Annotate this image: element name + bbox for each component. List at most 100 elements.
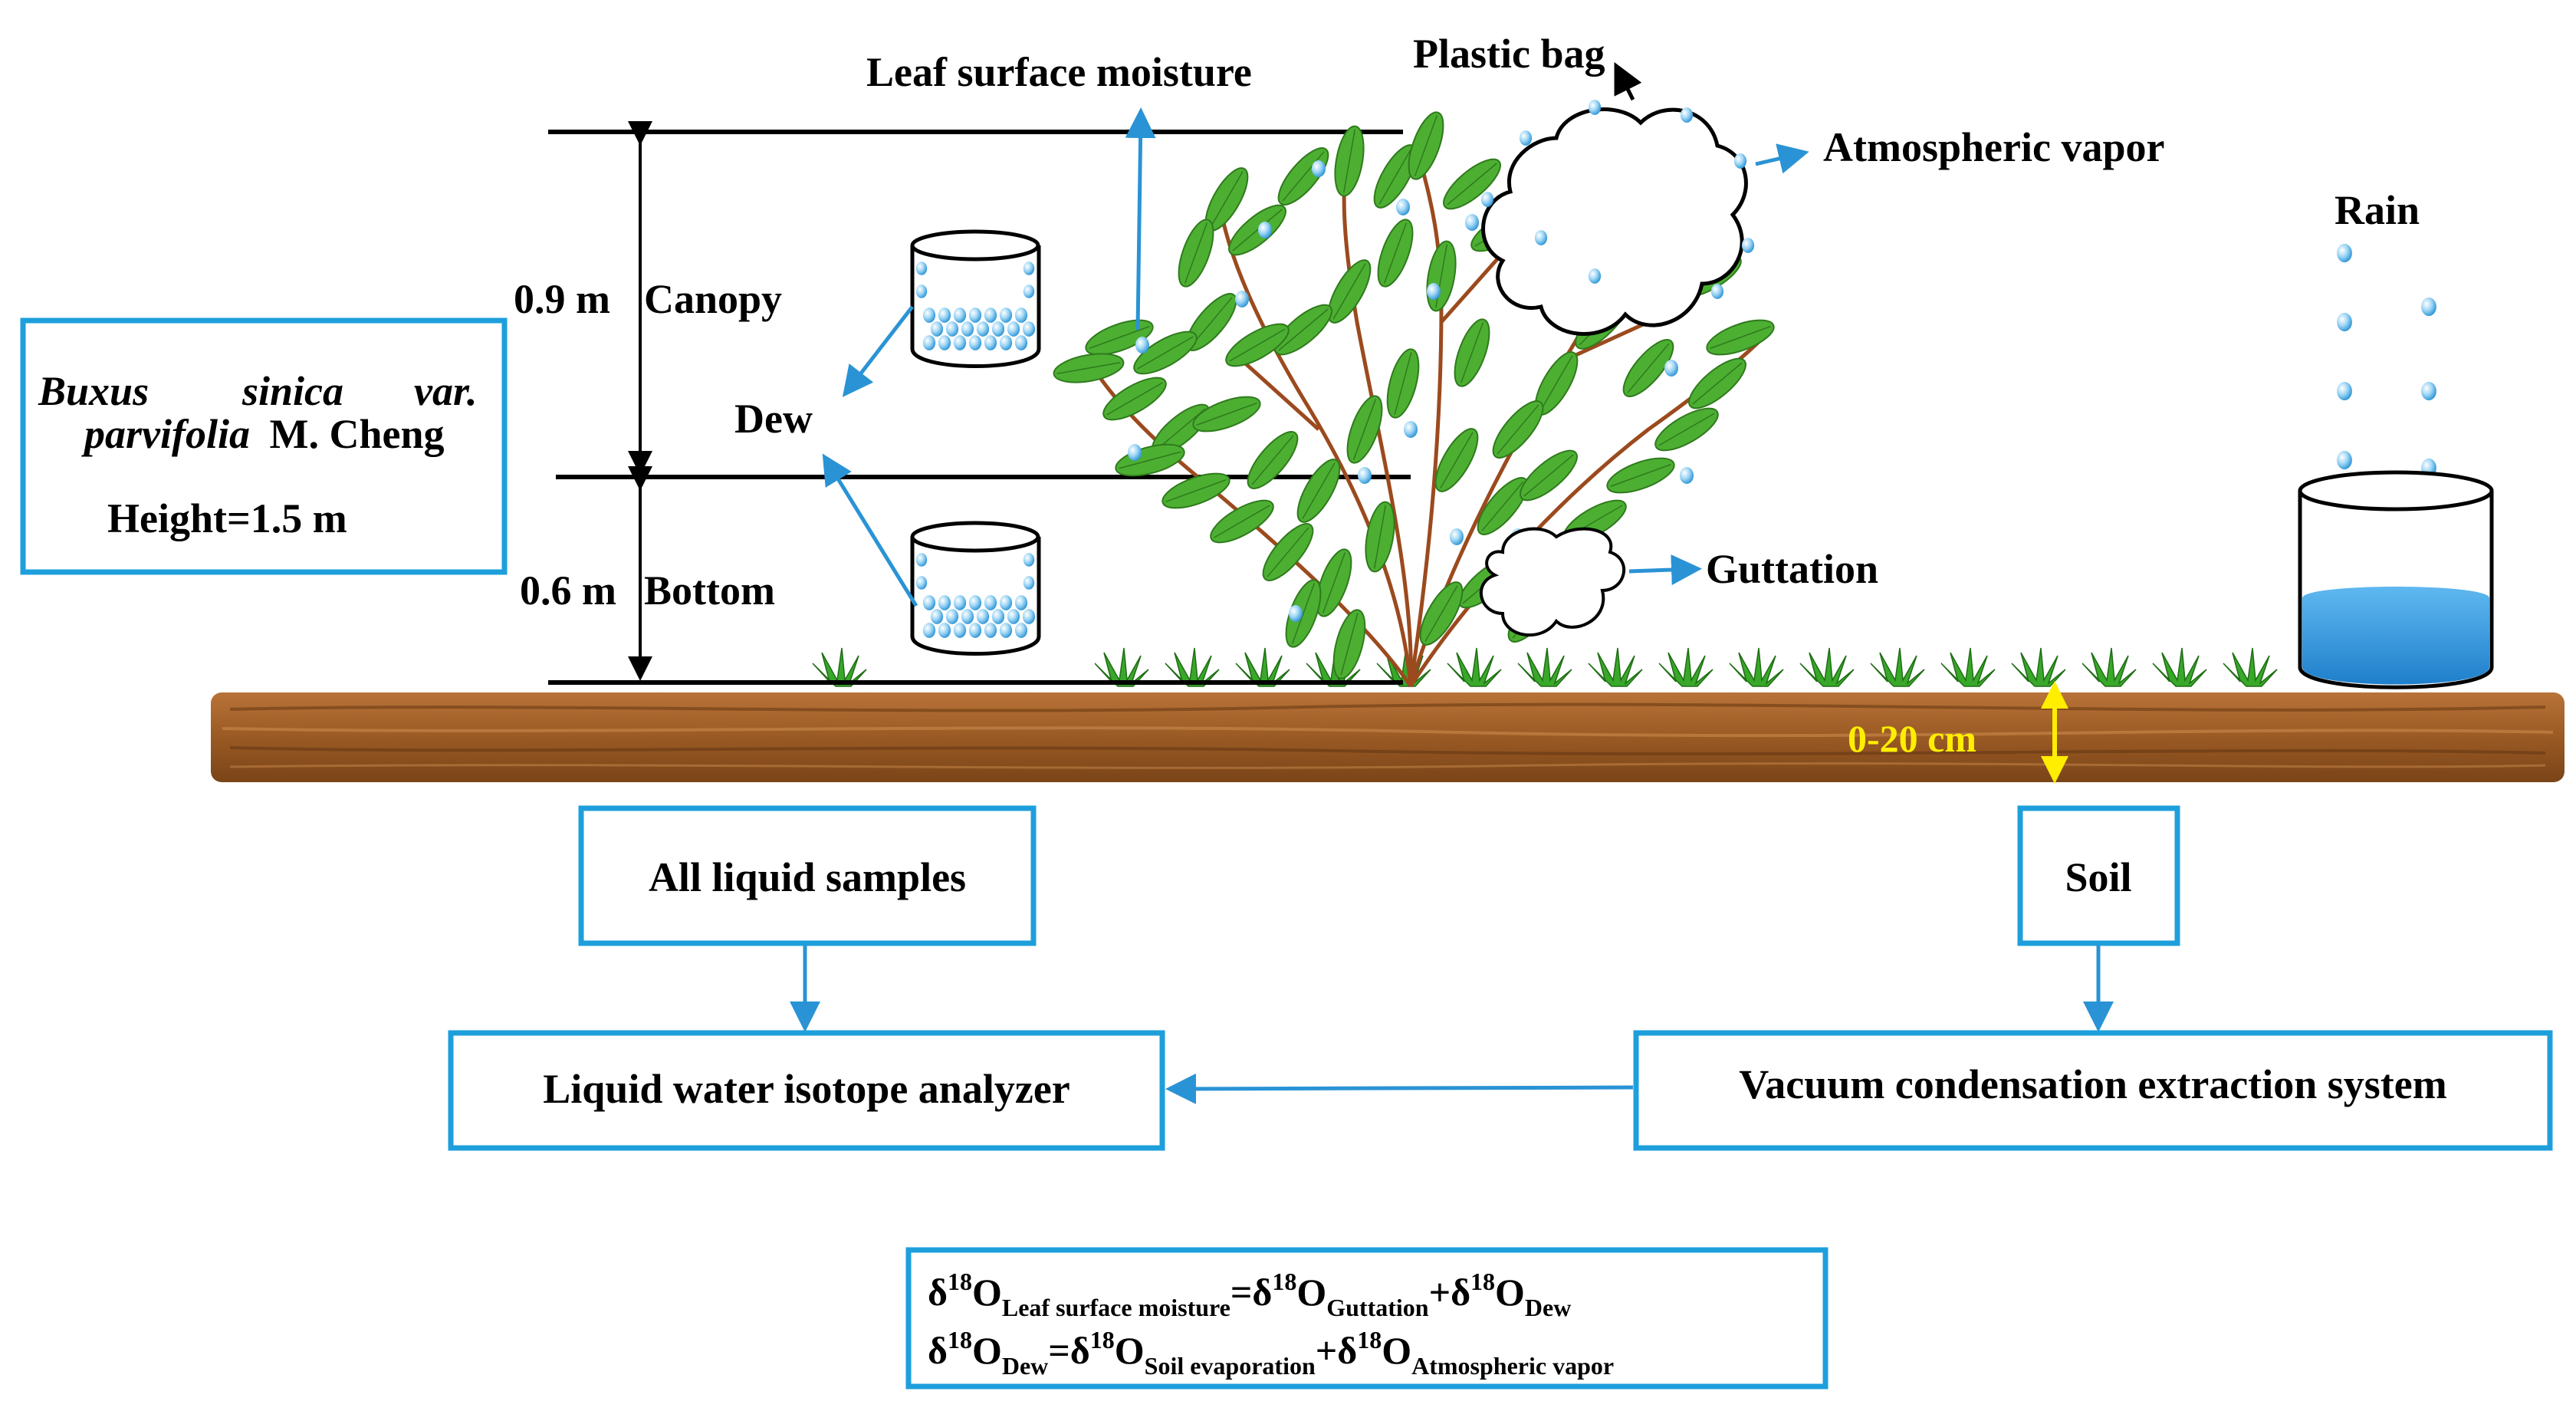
rain-drop [2337, 450, 2352, 470]
equation-box [905, 1247, 1829, 1390]
dew-drop [1014, 595, 1028, 610]
dew-drop [922, 308, 936, 323]
leaf [1681, 350, 1754, 417]
dew-drop [999, 595, 1013, 610]
grass-tuft [2082, 647, 2137, 687]
water-drop [1519, 130, 1533, 146]
dew-drop [953, 335, 967, 350]
soil-depth-label: 0-20 cm [1848, 717, 1976, 760]
water-drop [1289, 605, 1303, 622]
vacuum-box [1633, 1030, 2553, 1151]
leaf [1270, 140, 1337, 213]
rain-drop [2337, 243, 2352, 263]
dew-drop [1014, 335, 1028, 350]
leaf [1484, 393, 1552, 466]
dew-drop [999, 623, 1013, 638]
grass-tuft [1870, 647, 1925, 687]
dew-drop [984, 335, 997, 350]
grass-tuft [1517, 647, 1572, 687]
leaf [1171, 214, 1221, 292]
dew-label: Dew [734, 396, 813, 442]
water-drop [1680, 467, 1694, 484]
grass-tuft [2223, 647, 2278, 687]
dew-drop [961, 609, 974, 624]
dew-drop [961, 321, 974, 337]
leaf [1421, 238, 1461, 314]
water-drop [1588, 268, 1602, 284]
guttation-label: Guttation [1706, 546, 1878, 592]
water-drop [1427, 283, 1441, 300]
leaf [1380, 345, 1426, 422]
rain-beaker [2298, 470, 2494, 689]
bottom-label: Bottom [644, 567, 775, 613]
leaf [1188, 389, 1266, 439]
rain-drop [2421, 297, 2436, 317]
dew-drop [1023, 576, 1035, 590]
leaf [1447, 314, 1497, 392]
grass-tuft [1588, 647, 1643, 687]
water-drop [1680, 107, 1694, 123]
leaf-surface-moisture-label: Leaf surface moisture [866, 49, 1252, 95]
water-drop [1404, 421, 1418, 438]
dew-drop [922, 335, 936, 350]
water-drop [1664, 360, 1678, 377]
grass-tuft [2152, 647, 2207, 687]
dew-drop [1007, 609, 1020, 624]
leaf [1050, 348, 1127, 388]
leaf [1512, 442, 1585, 509]
soil-box [2017, 805, 2180, 946]
dew-drop [984, 308, 997, 323]
species-height: Height=1.5 m [107, 495, 347, 541]
guttation-bag [1480, 527, 1625, 636]
vacuum-label: Vacuum condensation extraction system [1739, 1061, 2447, 1107]
grass-tuft [2011, 647, 2066, 687]
dew-cup-bottom [910, 521, 1041, 656]
dew-drop [938, 595, 951, 610]
dew-cup-canopy [910, 229, 1041, 368]
water-drop [1312, 160, 1326, 177]
dew-drop [953, 308, 967, 323]
dew-drop [1023, 261, 1035, 275]
grass-tuft [1940, 647, 1996, 687]
dew-drop [991, 609, 1005, 624]
water-drop [1465, 214, 1479, 231]
water-drop [1588, 100, 1602, 115]
water-drop [1733, 153, 1747, 169]
rain-drop [2337, 312, 2352, 332]
dew-drop [938, 308, 951, 323]
equation-1: δ18OLeaf surface moisture=δ18OGuttation+… [928, 1268, 1571, 1321]
water-drop [1128, 444, 1142, 461]
dew-drop [922, 623, 936, 638]
dew-drop [976, 609, 990, 624]
canopy-height-label: 0.9 m [514, 276, 610, 322]
plastic-bag [1480, 100, 1755, 336]
grass-tuft [1799, 647, 1855, 687]
water-drop [1450, 528, 1464, 545]
dew-drop [999, 308, 1013, 323]
rain-label: Rain [2334, 187, 2420, 233]
rain-drop [2421, 381, 2436, 401]
water-drop [1710, 284, 1724, 299]
grass-tuft [1447, 647, 1502, 687]
water-drop [1741, 238, 1755, 253]
dew-drop [1007, 321, 1020, 337]
dew-drop [1023, 553, 1035, 567]
dew-drop [915, 553, 928, 567]
bottom-height-label: 0.6 m [520, 567, 616, 613]
leaf [1701, 312, 1779, 363]
dew-drop [1022, 321, 1036, 337]
dew-drop [930, 609, 944, 624]
grass-tuft [1658, 647, 1714, 687]
species-line-2: parvifolia M. Cheng [81, 411, 444, 457]
water-drop [1534, 230, 1548, 245]
dew-drop [999, 335, 1013, 350]
plastic-bag-label: Plastic bag [1413, 31, 1605, 77]
shrub [1050, 107, 1779, 688]
soil-layer [211, 692, 2564, 782]
analyzer-label: Liquid water isotope analyzer [543, 1066, 1070, 1112]
soil-label: Soil [2065, 854, 2131, 900]
leaf [1329, 123, 1369, 199]
water-drop [1480, 192, 1494, 207]
dew-drop [991, 321, 1005, 337]
